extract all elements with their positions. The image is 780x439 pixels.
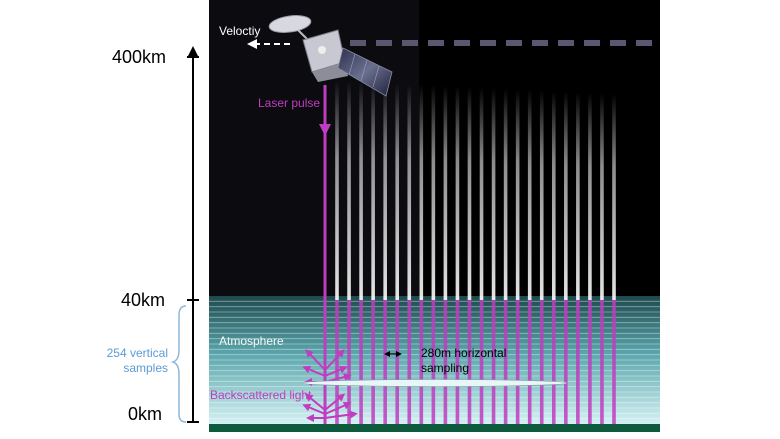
laser-footprint (588, 92, 592, 424)
laser-footprint (503, 88, 508, 424)
vertical-samples-line1: 254 vertical (106, 346, 168, 360)
altitude-0km-label: 0km (128, 404, 163, 424)
ground-strip (209, 424, 660, 432)
laser-footprint (491, 87, 496, 424)
laser-footprint (371, 81, 375, 424)
laser-footprint (431, 84, 436, 424)
laser-footprint (551, 90, 556, 424)
horizontal-sampling-line1: 280m horizontal (421, 346, 507, 360)
aerosol-layer (302, 379, 568, 387)
vertical-samples-bracket (170, 305, 187, 423)
laser-footprint (419, 84, 424, 424)
backscattered-light-label: Backscattered light (210, 388, 312, 402)
horizontal-sampling-line2: sampling (421, 361, 470, 375)
altitude-40km-label: 40km (121, 290, 166, 310)
vertical-samples-line2: samples (123, 361, 168, 375)
laser-footprint (443, 85, 448, 424)
laser-footprint (383, 82, 387, 424)
satellite-icon (268, 15, 393, 97)
laser-footprint (515, 89, 520, 424)
laser-footprint (359, 81, 363, 424)
laser-footprint (539, 90, 544, 424)
laser-footprint (335, 80, 339, 424)
laser-footprint (479, 87, 484, 424)
laser-footprint (455, 86, 460, 424)
laser-footprint (395, 83, 400, 424)
laser-footprint (612, 93, 616, 424)
vertical-samples-note: 254 vertical samples (78, 346, 168, 376)
laser-footprints (335, 80, 616, 424)
laser-footprint (467, 86, 472, 424)
laser-footprint (600, 93, 604, 424)
atmosphere-label: Atmosphere (219, 334, 284, 348)
laser-footprint (576, 92, 580, 424)
altitude-400km-label: 400km (112, 47, 167, 67)
laser-footprint (527, 89, 532, 424)
laser-footprint (407, 83, 412, 424)
laser-pulse-label: Laser pulse (258, 96, 321, 110)
horizontal-sampling-label: 280m horizontal sampling (421, 346, 506, 376)
laser-footprint (347, 80, 351, 424)
laser-footprint (564, 91, 568, 424)
velocity-label: Veloctiy (219, 24, 261, 38)
